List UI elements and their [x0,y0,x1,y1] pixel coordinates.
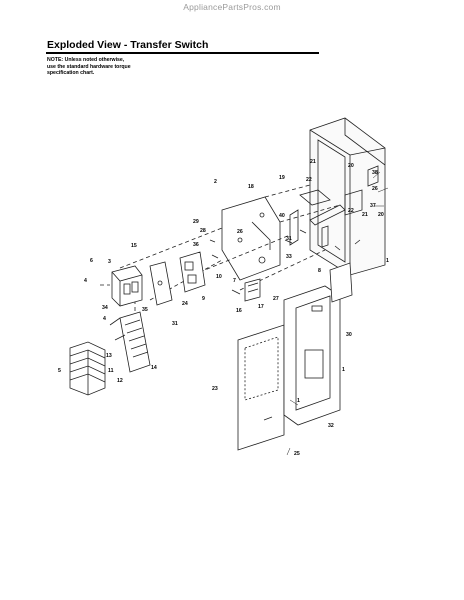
callout-22a: 22 [306,177,312,183]
breaker-stack [69,341,106,396]
callout-20a: 20 [348,163,354,169]
callout-30: 30 [346,332,352,338]
callout-22b: 22 [348,208,354,214]
enclosure-box [309,117,386,276]
callout-3: 3 [108,259,111,265]
callout-17: 17 [258,304,264,310]
callout-9: 9 [202,296,205,302]
callout-34: 34 [102,305,108,311]
callout-21b: 21 [362,212,368,218]
title-divider [46,52,319,54]
callout-1c: 1 [297,398,300,404]
callout-32: 32 [328,423,334,429]
interlock-plate [221,196,281,281]
callout-33: 33 [286,254,292,260]
callout-4b: 4 [103,316,106,322]
callout-4a: 4 [84,278,87,284]
label-sticker [329,262,353,303]
callout-5: 5 [58,368,61,374]
callout-10: 10 [216,274,222,280]
site-watermark: AppliancePartsPros.com [183,2,281,12]
terminal-block [244,278,261,302]
front-door-panel [237,324,285,451]
callout-labels: 1 1 1 2 3 4 4 5 6 7 8 9 10 11 12 13 14 1… [58,159,389,457]
callout-1a: 1 [386,258,389,264]
callout-38: 38 [372,170,378,176]
mounting-plate [149,261,173,306]
callout-18: 18 [248,184,254,190]
callout-40: 40 [279,213,285,219]
callout-14: 14 [151,365,157,371]
callout-15: 15 [131,243,137,249]
callout-24: 24 [182,301,188,307]
callout-1b: 1 [342,367,345,373]
callout-31a: 31 [172,321,178,327]
callout-7: 7 [233,278,236,284]
callout-27: 27 [273,296,279,302]
callout-13: 13 [106,353,112,359]
callout-21a: 21 [310,159,316,165]
switch-assembly [111,265,143,307]
callout-31b: 31 [286,236,292,242]
callout-16: 16 [236,308,242,314]
callout-25: 25 [294,451,300,457]
page-title: Exploded View - Transfer Switch [47,39,209,51]
callout-26a: 26 [237,229,243,235]
breaker-mechanism [289,189,363,248]
callout-35: 35 [142,307,148,313]
busbar-assembly [109,311,151,373]
callout-28: 28 [200,228,206,234]
relay-module [179,251,206,293]
callout-6: 6 [90,258,93,264]
callout-23: 23 [212,386,218,392]
callout-2: 2 [214,179,217,185]
callout-12: 12 [117,378,123,384]
callout-29: 29 [193,219,199,225]
dead-front-cover [283,285,341,426]
callout-37: 37 [370,203,376,209]
callout-19: 19 [279,175,285,181]
torque-note: NOTE: Unless noted otherwise, use the st… [47,57,131,77]
callout-20b: 20 [378,212,384,218]
callout-36: 36 [193,242,199,248]
callout-8: 8 [318,268,321,274]
callout-26b: 26 [372,186,378,192]
callout-11: 11 [108,368,114,374]
